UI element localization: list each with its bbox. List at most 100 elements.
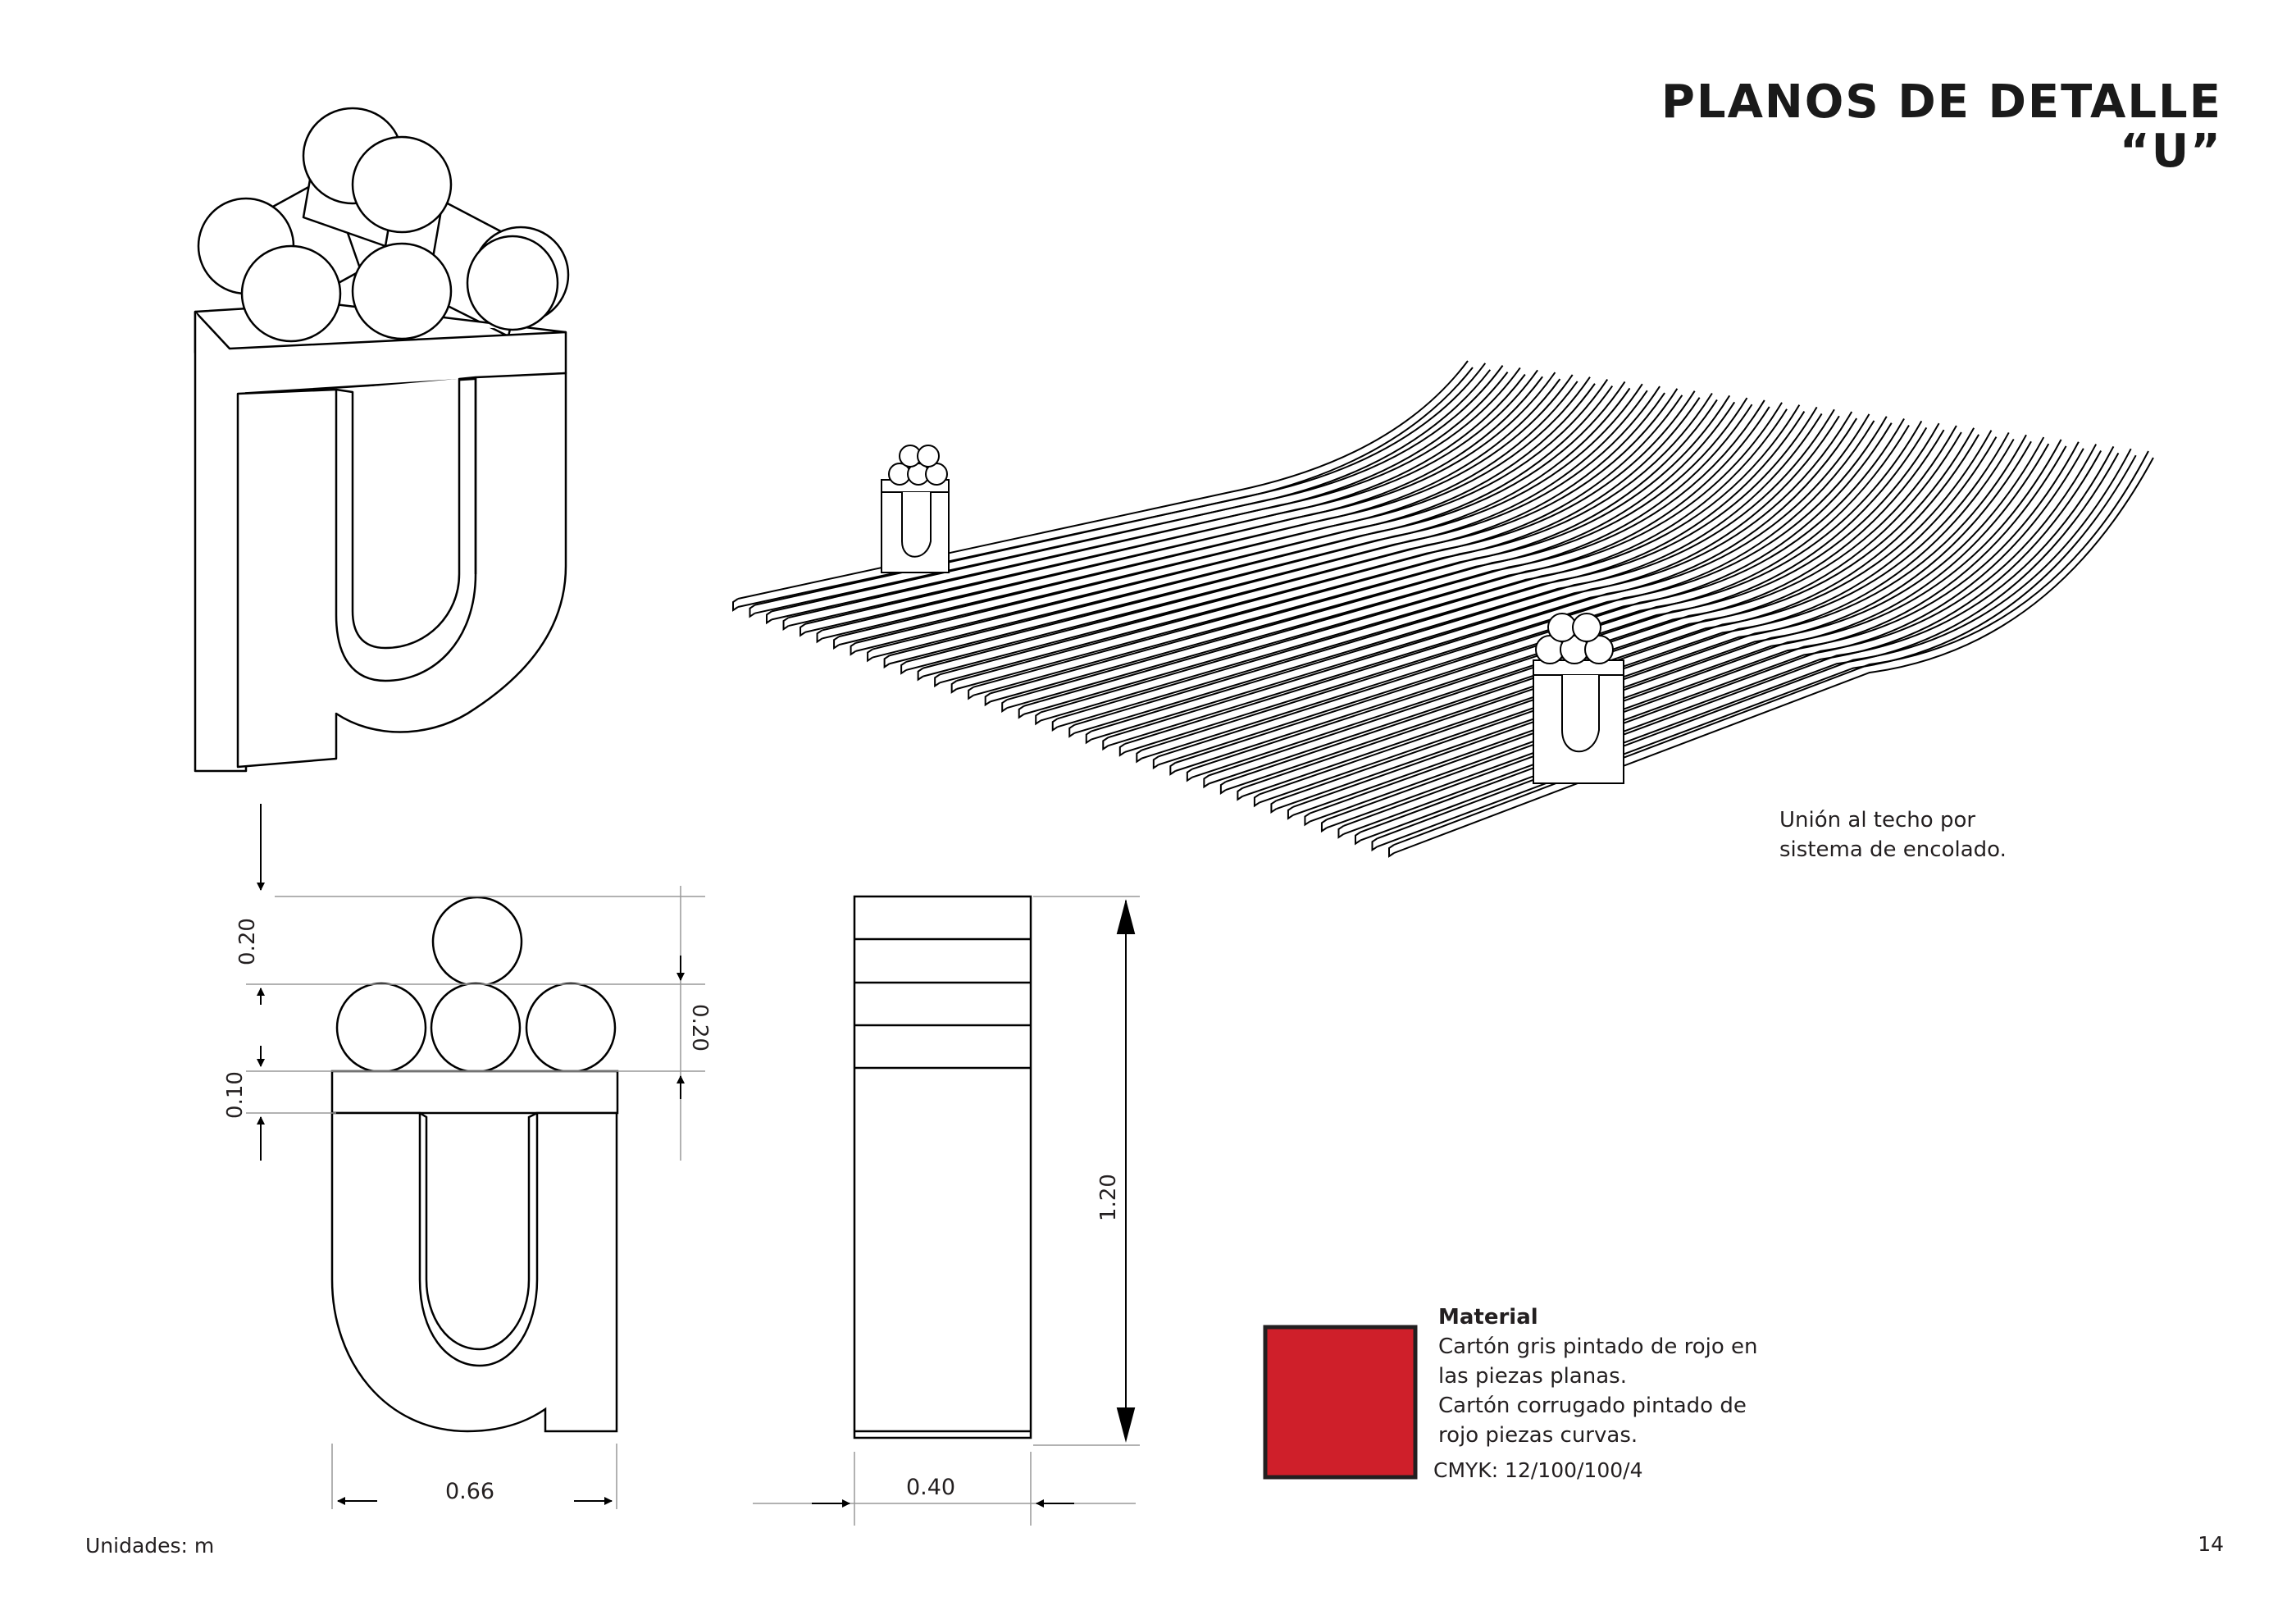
front-circle-right [525,982,617,1074]
iso-u-letter [236,372,567,769]
ceiling-slat-end [1102,737,1109,751]
ceiling-slat-end [833,636,840,650]
dim-label-middle-circles: 0.20 [687,1004,712,1051]
page-title: PLANOS DE DETALLE [1660,75,2222,129]
ceiling-slat [1259,431,2010,796]
ceiling-slat [1158,418,1905,758]
dim-label-base: 0.10 [223,1071,248,1119]
ceiling-note-line: Unión al techo por [1779,808,1976,833]
ceiling-slat [754,363,1487,606]
small-u-figure-front [1533,613,1624,784]
ceiling-slat [1343,444,2098,827]
ceiling-note-line: sistema de encolado. [1779,837,2007,862]
ceiling-slat [872,379,1609,650]
front-circle-middle [430,982,522,1074]
ceiling-slat [1091,408,1835,732]
ceiling-slat-end [732,598,739,612]
ceiling-slat-end [1152,755,1159,770]
ceiling-slat-end [1304,812,1310,827]
ceiling-slat-end [883,655,891,669]
ceiling-slat [1006,397,1748,701]
ceiling-slat [1310,439,2062,814]
ceiling-slat [1124,413,1870,745]
ceiling-slat-end [1118,743,1126,757]
material-description-line: rojo piezas curvas. [1438,1423,1638,1448]
ceiling-slat [1377,448,2132,840]
ceiling-slat-end [867,648,873,663]
ceiling-slat-end [1287,806,1294,820]
dim-label-front-width: 0.66 [445,1479,494,1504]
ceiling-slat-end [1219,781,1227,795]
ceiling-slat-end [1237,787,1243,801]
ceiling-slat-end [917,667,924,682]
ceiling-slat-end [850,642,857,656]
ceiling-slat-edge [1393,457,2154,854]
ceiling-slat [737,360,1469,600]
ceiling-slat [1073,406,1818,726]
ceiling-slat-end [1203,774,1210,789]
front-dimension-arrows [257,804,685,1505]
ceiling-slat-end [1085,730,1092,745]
side-elevation [853,895,1032,1439]
ceiling-slat-end [1253,793,1260,808]
ceiling-slat-end [1018,705,1025,719]
ceiling-slat [804,369,1538,625]
ceiling-slat-end [900,661,907,675]
material-description-line: Cartón gris pintado de rojo en [1438,1334,1758,1359]
ceiling-slat [1023,399,1765,707]
ceiling-slat [838,374,1574,638]
ceiling-slat-end [1136,749,1142,764]
ceiling-slat-end [1186,768,1193,782]
ceiling-slat [1326,441,2080,821]
dim-label-top-circle: 0.20 [235,918,260,965]
ceiling-slat-end [1001,699,1008,713]
material-cmyk: CMYK: 12/100/100/4 [1433,1458,1643,1482]
ceiling-attachment-note: Unión al techo por sistema de encolado. [1779,805,2007,864]
material-description-line: las piezas planas. [1438,1364,1627,1389]
ceiling-slat [1040,402,1783,714]
ceiling-slat [1175,420,1923,764]
page-number: 14 [2198,1532,2224,1556]
ceiling-slats [732,360,2154,858]
small-u-figure-back [881,445,950,573]
ceiling-slat-end [1320,819,1328,833]
iso-cylinder-front-right [466,235,559,331]
ceiling-slat-end [749,604,756,618]
ceiling-slat-end [800,623,806,637]
ceiling-slat-end [1337,825,1345,839]
ceiling-slat-end [950,680,958,694]
material-heading: Material [1438,1305,1538,1330]
ceiling-slat-end [816,629,823,644]
ceiling-slat [822,372,1556,632]
front-dimensions [246,886,705,1509]
ceiling-slat-edge [1040,408,1788,722]
front-u-body [330,1111,618,1433]
ceiling-slat [1209,425,1957,777]
front-base-band [330,1070,619,1115]
ceiling-slat [1292,436,2045,808]
ceiling-slat [1057,404,1801,720]
ceiling-slat [1107,411,1853,739]
ceiling-slat [771,365,1504,613]
ceiling-slat-end [1051,718,1059,732]
ceiling-slat [788,367,1521,619]
ceiling-slat-end [1388,844,1395,858]
ceiling-slat-end [1169,762,1176,776]
page-subtitle: “U” [2119,125,2222,178]
ceiling-slat [1141,416,1888,751]
ceiling-slat-end [1270,800,1277,814]
ceiling-slat [922,385,1660,669]
ceiling-slat-end [1035,711,1041,726]
ceiling-slat [973,392,1713,688]
units-label: Unidades: m [85,1534,215,1558]
ceiling-slat [1360,445,2115,833]
iso-cylinder-top [302,107,453,248]
front-elevation [330,896,619,1433]
ceiling-slat [1242,430,1993,789]
ceiling-slat [905,383,1643,663]
ceiling-slat-end [968,686,974,700]
front-circle-left [335,982,427,1074]
ceiling-slat [855,376,1591,644]
front-circle-top [431,896,523,988]
